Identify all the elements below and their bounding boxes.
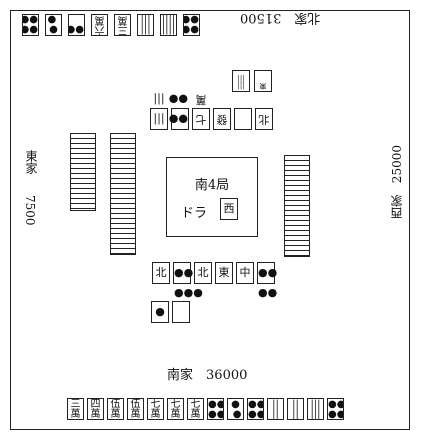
table-border <box>10 10 410 430</box>
south-hand-tile[interactable]: ●● ●● <box>327 398 344 420</box>
north-hand-tile: |||| |||| <box>160 14 177 36</box>
north-discards-tile: 東 <box>254 70 272 92</box>
dora-tile: 西 <box>220 198 238 220</box>
north-pond-tile: ||| ||| <box>150 93 168 130</box>
north-hand-tile: ● ● ● <box>45 14 62 36</box>
south-pond-tile: 北 <box>194 262 212 284</box>
round-info-box: 南4局 ドラ 西 <box>166 157 258 237</box>
south-hand-tile[interactable]: 伍 萬 <box>107 398 124 420</box>
south-player-name: 南家 <box>167 368 194 383</box>
south-pond-tile: 中 <box>236 262 254 284</box>
south-pond-tile: ●●● ●●● <box>173 262 203 299</box>
north-player-score: 31500 <box>240 10 282 25</box>
north-pond-tile: 七 萬 <box>192 93 210 130</box>
north-hand-tile: ●● ●● <box>22 14 39 36</box>
south-player-score: 36000 <box>206 368 248 383</box>
east-player-score: 7500 <box>23 195 37 226</box>
round-indicator: 南4局 <box>194 178 230 193</box>
west-player-name: 西家 <box>390 195 404 220</box>
south-hand-tile[interactable]: 七 萬 <box>167 398 184 420</box>
north-pond-tile <box>234 108 252 130</box>
south-pond-tile: 北 <box>152 262 170 284</box>
east-player-label: 東家 <box>23 150 40 174</box>
north-player-label: 北家 31500 <box>240 10 320 29</box>
south-hand-tile[interactable]: ●● ●● <box>207 398 224 420</box>
south-hand-tile[interactable]: 四 萬 <box>87 398 104 420</box>
east-player-name: 東家 <box>24 150 38 174</box>
south-hand-tile[interactable]: 三 萬 <box>67 398 84 420</box>
south-hand-tile[interactable]: || || <box>267 398 284 420</box>
north-player-name: 北家 <box>294 10 321 25</box>
south-discards-tile: ● <box>151 301 169 323</box>
north-hand-tile: ||| ||| <box>137 14 154 36</box>
south-pond-tile: 東 <box>215 262 233 284</box>
north-hand-tile: ●●● ●●● <box>183 14 200 36</box>
east-player-score-text: 7500 <box>23 195 37 226</box>
south-hand-tile[interactable]: 七 萬 <box>147 398 164 420</box>
east-inner-wall-stack <box>110 133 136 255</box>
west-player-label: 西家 25000 <box>388 145 405 219</box>
south-hand-tile[interactable]: || || <box>287 398 304 420</box>
east-wall-stack <box>70 133 96 211</box>
south-hand-tile[interactable]: ● ● ● <box>227 398 244 420</box>
north-pond-tile: ●● ●● <box>169 93 189 130</box>
south-player-label: 南家 36000 <box>167 364 247 383</box>
north-pond-tile: 北 <box>255 108 273 130</box>
north-discards-tile: ||| ||| <box>232 70 250 92</box>
south-discards-tile <box>172 301 190 323</box>
north-hand-tile: 三 萬 <box>114 14 131 36</box>
west-player-score: 25000 <box>390 145 404 184</box>
south-hand-tile[interactable]: 七 萬 <box>187 398 204 420</box>
south-hand-tile[interactable]: ||| ||| <box>307 398 324 420</box>
north-hand-tile: 六 萬 <box>91 14 108 36</box>
south-hand-tile[interactable]: 伍 萬 <box>127 398 144 420</box>
north-pond-tile: 發 <box>213 108 231 130</box>
north-hand-tile: ●● <box>68 14 85 36</box>
south-pond-tile: ●● ●● <box>257 262 277 299</box>
dora-label: ドラ <box>181 206 208 221</box>
west-wall-stack <box>284 155 310 257</box>
south-hand-tile[interactable]: ●● ●● <box>247 398 264 420</box>
